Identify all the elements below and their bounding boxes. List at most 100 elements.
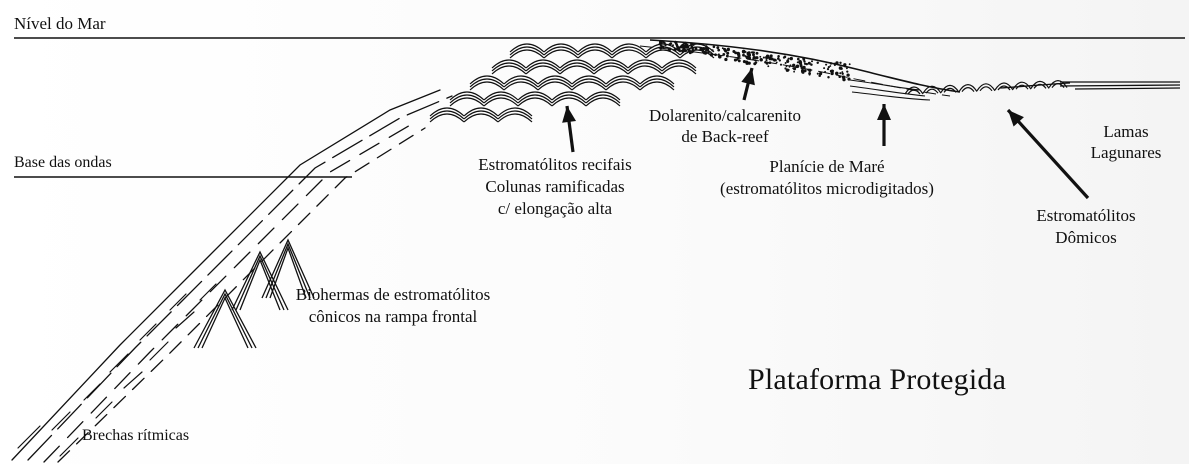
reef-stromatolites-label: Estromatólitos recifais Colunas ramifica… — [442, 154, 668, 220]
stipple-dot — [767, 65, 769, 67]
back-reef-label: Dolarenito/calcarenito de Back-reef — [613, 106, 837, 147]
stipple-dot — [804, 63, 806, 65]
stipple-dot — [804, 69, 807, 72]
stipple-dot — [830, 70, 833, 73]
stipple-dot — [800, 65, 803, 68]
stipple-dot — [766, 54, 769, 57]
stipple-dot — [793, 67, 796, 70]
tidal-flat-label-line-1: Planície de Maré — [672, 156, 982, 178]
stipple-dot — [734, 51, 737, 54]
stipple-dot — [847, 75, 849, 77]
breccia-stroke — [176, 312, 194, 328]
stipple-dot — [788, 69, 790, 71]
stipple-dot — [765, 59, 767, 61]
tidal-flat-laminae — [850, 80, 930, 100]
breccia-stroke — [110, 354, 128, 372]
stipple-dot — [738, 59, 741, 62]
stipple-dot — [759, 58, 763, 62]
reef-stromatolites-label-line-2: Colunas ramificadas — [442, 176, 668, 198]
stipple-dot — [682, 43, 684, 45]
stipple-dot — [796, 65, 800, 69]
ramp-slope — [12, 90, 452, 462]
domal-stromatolites-label: Estromatólitos Dômicos — [1016, 205, 1156, 249]
lagoon-muds-label-line-2: Lagunares — [1078, 143, 1174, 164]
stipple-dot — [723, 48, 726, 51]
domal-arrow-shaft — [1008, 110, 1088, 198]
stipple-dot — [839, 66, 842, 69]
breccia-stroke — [124, 372, 142, 388]
breccia-stroke — [140, 324, 156, 340]
lagoon-muds-label-line-1: Lamas — [1078, 122, 1174, 143]
stipple-dot — [839, 62, 841, 64]
domal-stromatolite-inner — [962, 88, 974, 92]
back-reef-label-line-1: Dolarenito/calcarenito — [613, 106, 837, 127]
stipple-dot — [748, 53, 752, 57]
stipple-dot — [742, 50, 746, 54]
lagoon-muds-label: Lamas Lagunares — [1078, 122, 1174, 163]
stipple-dot — [755, 61, 758, 64]
breccia-stroke — [18, 426, 40, 448]
stipple-dot — [759, 56, 761, 58]
stipple-dot — [809, 74, 811, 76]
stipple-dot — [691, 48, 694, 51]
breccia-stroke — [96, 402, 112, 418]
stipple-dot — [724, 58, 727, 61]
stipple-dot — [827, 68, 829, 70]
stipple-dot — [716, 46, 719, 49]
stipple-dot — [711, 49, 713, 51]
stipple-dot — [776, 61, 778, 63]
stipple-dot — [786, 60, 789, 63]
stipple-dot — [737, 53, 740, 56]
stipple-dot — [823, 67, 825, 69]
stipple-dot — [825, 64, 827, 66]
breccia-stroke — [84, 384, 100, 400]
stipple-dot — [839, 72, 841, 74]
stipple-dot — [702, 47, 705, 50]
stipple-dot — [755, 56, 758, 59]
stipple-dot — [811, 60, 813, 62]
stipple-dot — [790, 57, 793, 60]
stipple-dot — [780, 64, 782, 66]
sea-level-label: Nível do Mar — [14, 14, 106, 35]
stipple-dot — [756, 52, 759, 55]
stipple-dot — [702, 50, 705, 53]
stipple-dot — [849, 63, 851, 65]
stipple-dot — [783, 57, 785, 59]
tidal-flat-arrow-head — [877, 104, 891, 120]
stipple-dot — [846, 70, 848, 72]
stipple-dot — [777, 55, 780, 58]
stipple-dot — [817, 73, 819, 75]
stipple-dot — [669, 42, 672, 45]
stipple-dot — [748, 62, 751, 65]
stipple-dot — [735, 58, 738, 61]
stipple-dot — [777, 57, 780, 60]
stipple-dot — [726, 55, 729, 58]
bioherms-label: Biohermas de estromatólitos cônicos na r… — [266, 284, 520, 328]
breccia-stroke — [170, 294, 186, 310]
stipple-dot — [797, 61, 799, 63]
stipple-dot — [660, 44, 662, 46]
stipple-dot — [743, 60, 746, 63]
reef-stromatolites-label-line-1: Estromatólitos recifais — [442, 154, 668, 176]
stipple-dot — [785, 62, 787, 64]
stipple-dot — [742, 54, 745, 57]
stipple-dot — [828, 66, 830, 68]
stipple-dot — [695, 47, 698, 50]
stipple-dot — [726, 52, 729, 55]
stipple-dot — [707, 51, 710, 54]
stipple-dot — [788, 58, 790, 60]
platform-title: Plataforma Protegida — [748, 362, 1006, 399]
stipple-dot — [775, 59, 777, 61]
stipple-dot — [793, 71, 795, 73]
stipple-dot — [752, 53, 755, 56]
domal-stromatolite-inner — [980, 87, 992, 91]
reef-stromatolites-label-line-3: c/ elongação alta — [442, 198, 668, 220]
stipple-dot — [808, 62, 811, 65]
stipple-dot — [664, 44, 666, 46]
domal-stromatolites-label-line-2: Dômicos — [1016, 227, 1156, 249]
stipple-dot — [827, 76, 829, 78]
stipple-dot — [662, 46, 664, 48]
stipple-dot — [843, 78, 845, 80]
